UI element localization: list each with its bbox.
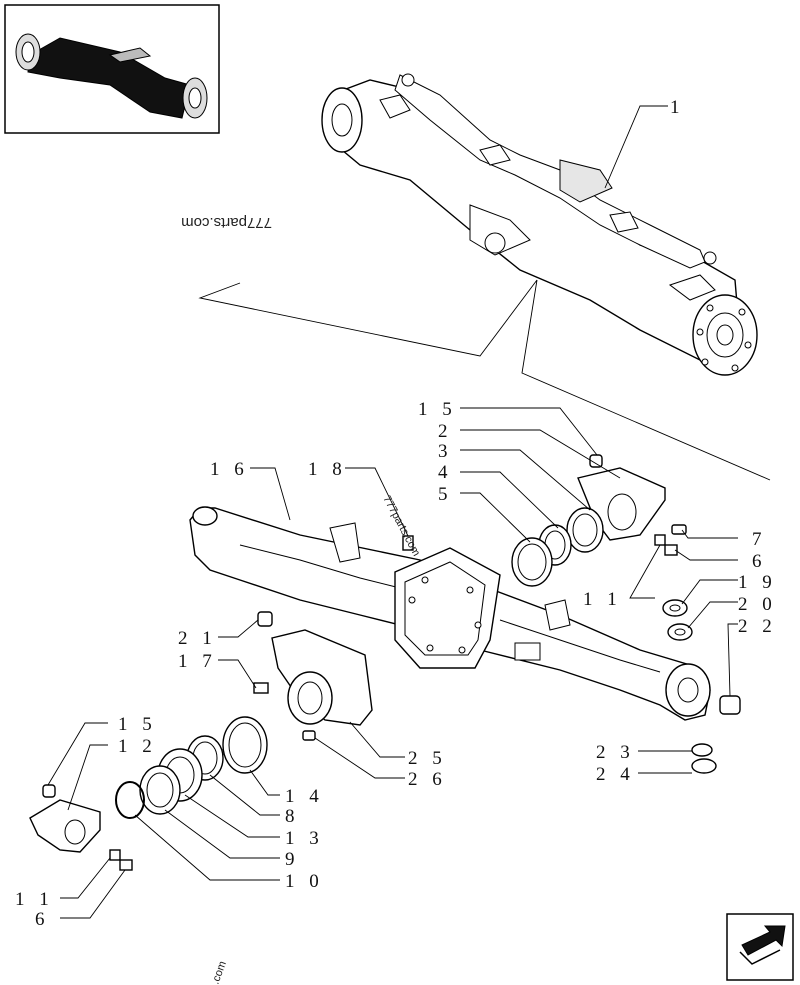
callout-labels: 1 1 5 2 3 4 5 1 6 1 8 7 6 1 9 1 1 2 0 2 … <box>15 97 777 930</box>
callout-19: 1 9 <box>738 572 777 593</box>
washer-24 <box>691 758 717 774</box>
callout-22: 2 2 <box>738 616 777 637</box>
callout-18: 1 8 <box>308 459 347 480</box>
callout-16: 1 6 <box>210 459 249 480</box>
screw-6a <box>654 534 678 556</box>
cap-15b <box>42 784 56 798</box>
callout-3: 3 <box>438 441 453 462</box>
callout-5: 5 <box>438 484 453 505</box>
callout-11a: 1 1 <box>583 589 622 610</box>
callout-4: 4 <box>438 462 453 483</box>
snap-ring-10 <box>115 781 145 819</box>
seal-5 <box>511 537 553 587</box>
callout-8: 8 <box>285 806 300 827</box>
plug-21 <box>257 611 273 627</box>
callout-14: 1 4 <box>285 786 324 807</box>
callout-7: 7 <box>752 529 767 550</box>
bolt-17 <box>253 682 269 694</box>
axle-thumbnail-icon[interactable] <box>4 4 220 134</box>
callout-11b: 1 1 <box>15 889 54 910</box>
next-page-arrow-icon[interactable] <box>726 913 794 981</box>
watermark-bottom: .com <box>210 960 229 985</box>
washer-20 <box>667 623 693 641</box>
pin-26 <box>302 730 316 741</box>
support-bracket-12 <box>29 799 101 853</box>
watermark-top: 777parts.com <box>181 214 272 231</box>
callout-26: 2 6 <box>408 769 447 790</box>
callout-15a: 1 5 <box>418 399 457 420</box>
washer-19 <box>662 599 688 617</box>
callout-9: 9 <box>285 849 300 870</box>
callout-24: 2 4 <box>596 764 635 785</box>
watermark-middle: 777parts.com <box>380 494 422 558</box>
callout-6a: 6 <box>752 551 767 572</box>
leader-lines <box>47 105 738 919</box>
callout-25: 2 5 <box>408 748 447 769</box>
callout-15b: 1 5 <box>118 714 157 735</box>
callout-12: 1 2 <box>118 736 157 757</box>
seal-14 <box>222 716 268 774</box>
callout-10: 1 0 <box>285 871 324 892</box>
washer-23 <box>691 743 713 757</box>
bushing-9 <box>139 765 181 815</box>
cap-15a <box>589 454 603 468</box>
support-bracket-17 <box>271 629 373 726</box>
bushing-3 <box>566 507 604 553</box>
callout-17: 1 7 <box>178 651 217 672</box>
screw-11b <box>109 849 133 871</box>
bushing-22 <box>719 695 741 715</box>
callout-13: 1 3 <box>285 828 324 849</box>
axle-assembly <box>321 73 758 376</box>
callout-6b: 6 <box>35 909 50 930</box>
callout-23: 2 3 <box>596 742 635 763</box>
callout-2: 2 <box>438 421 453 442</box>
pin-7 <box>671 524 687 535</box>
callout-20: 2 0 <box>738 594 777 615</box>
callout-1: 1 <box>670 97 685 118</box>
axle-housing <box>189 506 711 721</box>
callout-21: 2 1 <box>178 628 217 649</box>
